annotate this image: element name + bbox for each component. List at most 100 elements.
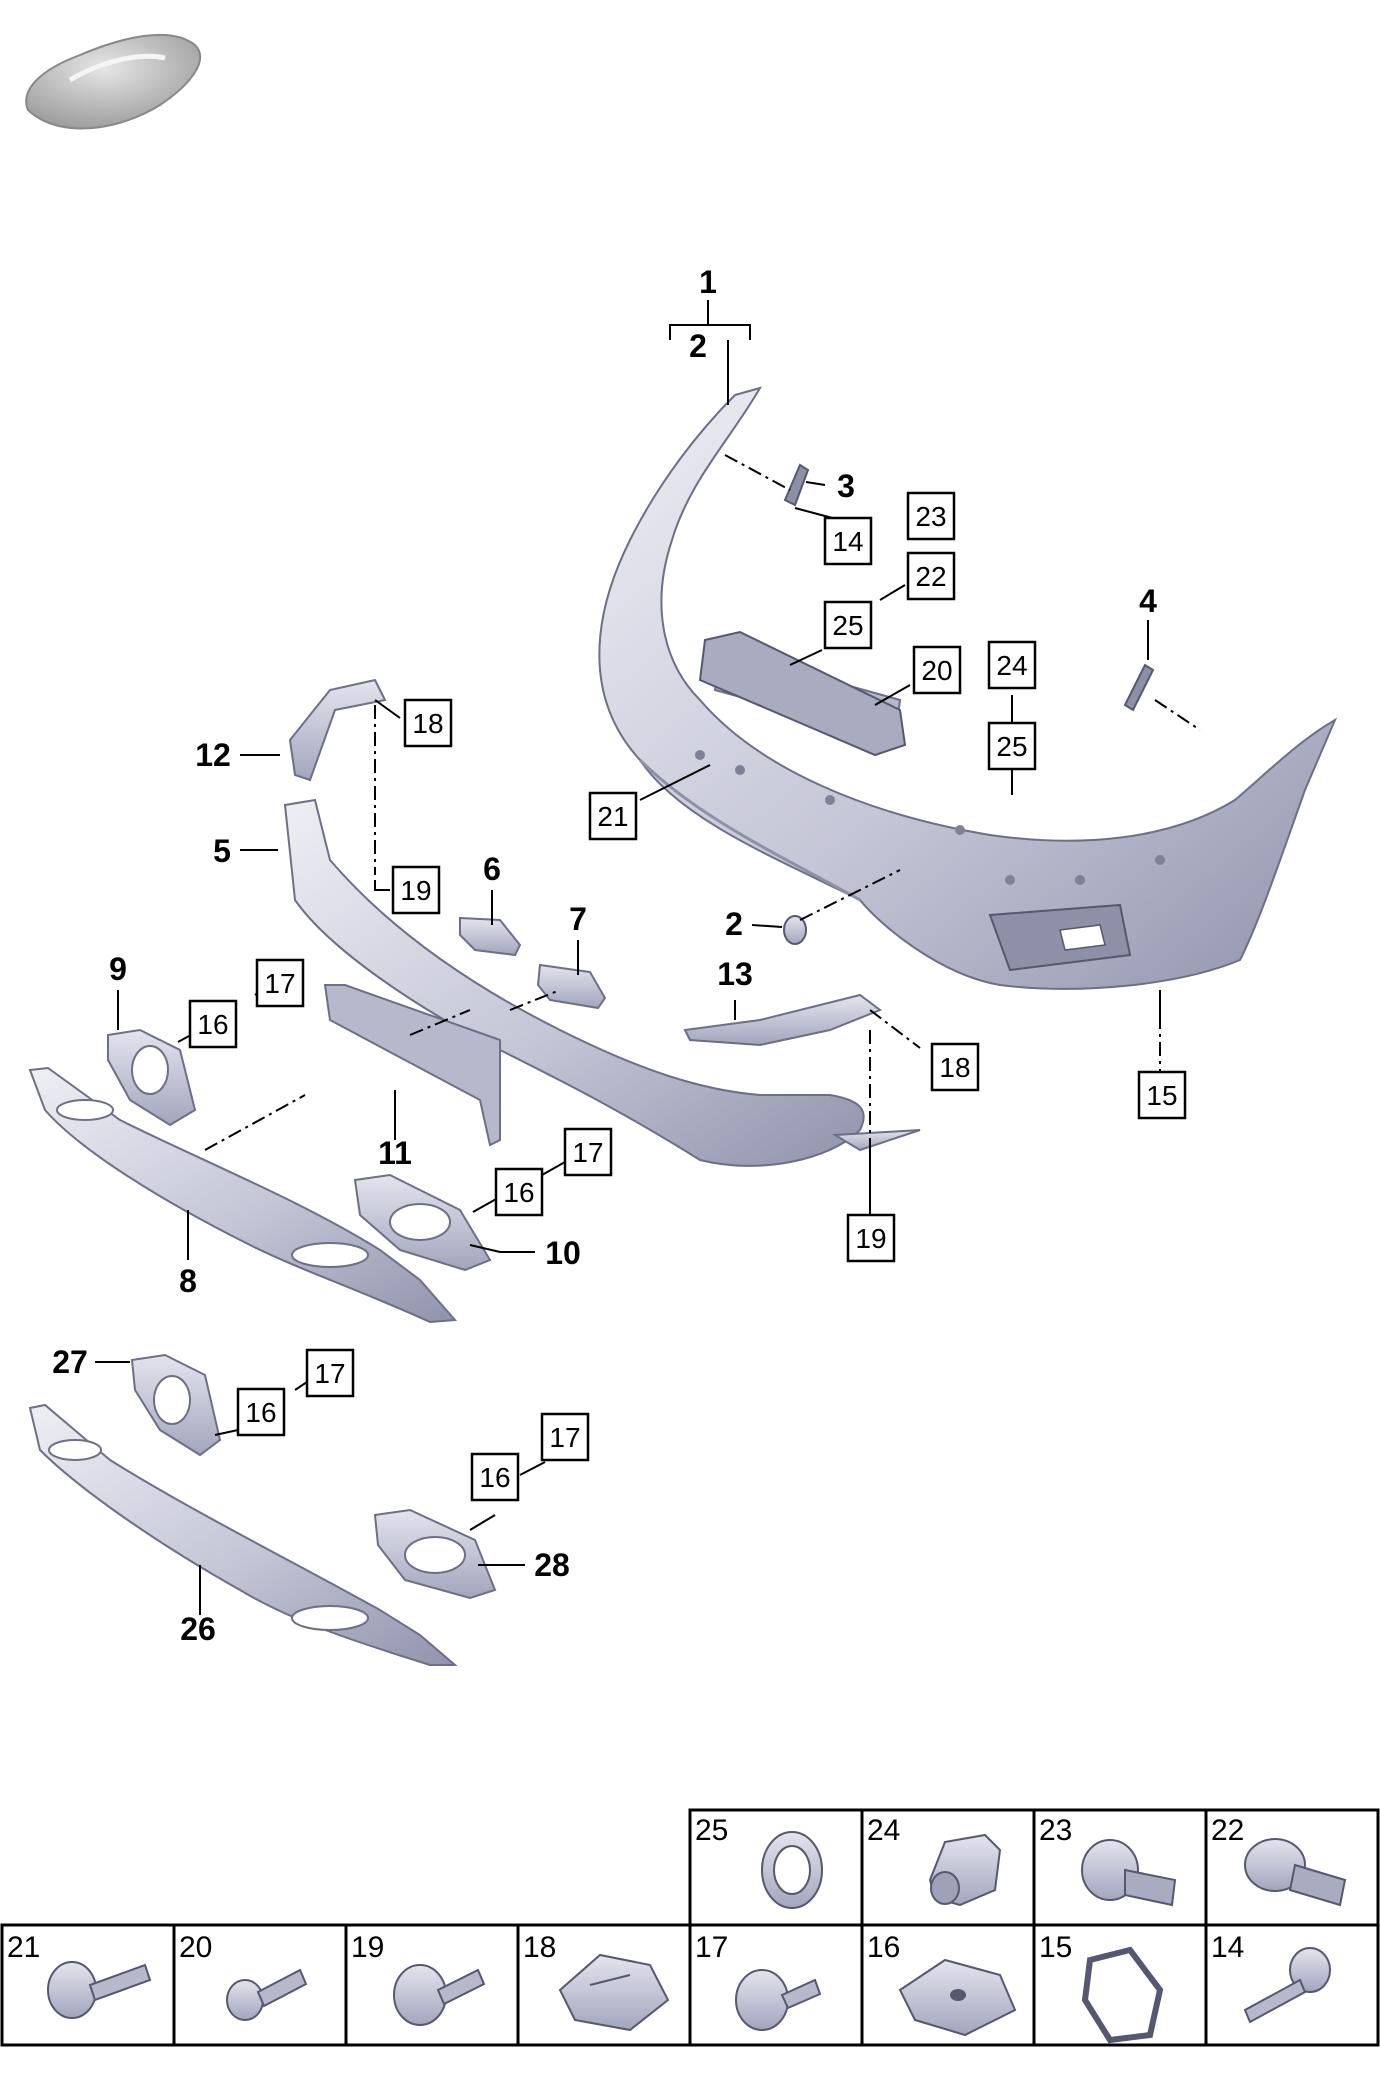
speed-nut-icon — [898, 1958, 1017, 2037]
boxed-callout-25-lower: 25 — [987, 721, 1037, 771]
boxed-callout-25-upper: 25 — [823, 600, 873, 650]
boxed-callout-18-lower: 18 — [930, 1042, 980, 1092]
clip-7-shape — [536, 963, 607, 1010]
surround-10-shape — [353, 1173, 492, 1272]
trim-8-shape — [28, 1066, 458, 1324]
boxed-callout-16-lower-right: 16 — [470, 1452, 520, 1502]
boxed-callout-17-upper-left: 17 — [255, 958, 305, 1008]
svg-text:20: 20 — [179, 1931, 212, 1964]
boxed-callout-22: 22 — [906, 551, 956, 601]
svg-text:16: 16 — [245, 1397, 276, 1428]
table-cell-21: 21 — [7, 1931, 152, 2019]
table-cell-20: 20 — [179, 1931, 308, 2021]
svg-text:25: 25 — [695, 1814, 728, 1847]
boxed-callout-14: 14 — [823, 516, 873, 566]
svg-text:23: 23 — [915, 501, 946, 532]
svg-text:17: 17 — [549, 1422, 580, 1453]
surround-28-shape — [373, 1508, 497, 1600]
svg-text:23: 23 — [1039, 1814, 1072, 1847]
svg-text:24: 24 — [996, 650, 1027, 681]
table-cell-17: 17 — [695, 1931, 822, 2031]
boxed-callout-17-lower-right: 17 — [540, 1412, 590, 1462]
callout-11: 11 — [378, 1135, 412, 1171]
boxed-callout-21: 21 — [588, 791, 638, 841]
svg-text:15: 15 — [1146, 1080, 1177, 1111]
boxed-callout-15: 15 — [1137, 1070, 1187, 1120]
sensor-icon — [928, 1833, 1002, 1907]
leader-lines — [95, 300, 1201, 1615]
hardware-table: 25 24 23 22 — [0, 1808, 1380, 2047]
svg-text:16: 16 — [503, 1177, 534, 1208]
bracket-13-shape — [683, 993, 883, 1047]
sensor-icon — [1081, 1839, 1177, 1907]
surround-9-shape — [107, 1028, 197, 1127]
callout-26: 26 — [180, 1611, 216, 1647]
strip-3-shape — [783, 463, 810, 507]
callout-10: 10 — [545, 1235, 581, 1271]
svg-text:17: 17 — [572, 1137, 603, 1168]
svg-text:24: 24 — [867, 1814, 900, 1847]
boxed-callout-16-upper-right: 16 — [494, 1167, 544, 1217]
svg-text:18: 18 — [939, 1052, 970, 1083]
callout-8: 8 — [179, 1263, 197, 1299]
svg-text:21: 21 — [597, 801, 628, 832]
svg-text:16: 16 — [479, 1462, 510, 1493]
svg-text:19: 19 — [855, 1223, 886, 1254]
svg-text:19: 19 — [351, 1931, 384, 1964]
table-cell-23: 23 — [1039, 1814, 1177, 1907]
svg-text:16: 16 — [867, 1931, 900, 1964]
callout-27: 27 — [52, 1344, 88, 1380]
boxed-callout-19-upper: 19 — [391, 865, 441, 915]
trim-26-shape — [28, 1403, 458, 1666]
table-cell-14: 14 — [1211, 1931, 1331, 2024]
callout-1: 1 — [699, 264, 717, 300]
svg-text:22: 22 — [1211, 1814, 1244, 1847]
callout-13: 13 — [717, 956, 753, 992]
svg-text:18: 18 — [412, 708, 443, 739]
grille-11-shape — [323, 984, 501, 1147]
boxed-callout-20: 20 — [912, 645, 962, 695]
surround-27-shape — [130, 1353, 222, 1457]
callout-12: 12 — [195, 737, 231, 773]
svg-text:20: 20 — [921, 655, 952, 686]
svg-text:14: 14 — [1211, 1931, 1244, 1964]
sensor-icon — [1244, 1838, 1347, 1907]
spring-clip-icon — [558, 1953, 670, 2032]
boxed-callout-17-upper-right: 17 — [563, 1127, 613, 1177]
svg-text:18: 18 — [523, 1931, 556, 1964]
callouts-bold: 1 2 2 3 4 5 6 7 8 9 10 11 12 13 26 27 28 — [52, 264, 1157, 1647]
callouts-boxed: 23 14 22 25 20 24 25 21 18 19 17 16 18 1… — [188, 491, 1187, 1502]
callout-4: 4 — [1139, 583, 1157, 619]
table-cell-16: 16 — [867, 1931, 1017, 2037]
boxed-callout-19-lower: 19 — [846, 1213, 896, 1263]
bracket-12-shape — [288, 678, 387, 782]
svg-text:14: 14 — [832, 526, 863, 557]
table-cell-24: 24 — [867, 1814, 1002, 1907]
ring-icon — [761, 1831, 823, 1909]
boxed-callout-17-lower-left: 17 — [305, 1348, 355, 1398]
callout-6: 6 — [483, 851, 501, 887]
screw-icon — [735, 1969, 822, 2031]
table-cell-25: 25 — [695, 1814, 823, 1909]
svg-text:22: 22 — [915, 561, 946, 592]
svg-text:17: 17 — [314, 1358, 345, 1389]
cap-2-shape — [783, 915, 807, 945]
callout-5: 5 — [213, 833, 231, 869]
bumper-cover-shape — [598, 386, 1338, 990]
svg-text:21: 21 — [7, 1931, 40, 1964]
callout-2-lower: 2 — [725, 906, 743, 942]
svg-text:16: 16 — [197, 1009, 228, 1040]
svg-text:17: 17 — [264, 968, 295, 999]
boxed-callout-24: 24 — [987, 640, 1037, 690]
svg-text:15: 15 — [1039, 1931, 1072, 1964]
vehicle-thumbnail-icon — [25, 33, 201, 130]
retaining-ring-icon — [1081, 1946, 1164, 2044]
callout-7: 7 — [569, 901, 587, 937]
table-cell-19: 19 — [351, 1931, 486, 2026]
strip-4-shape — [1123, 663, 1155, 712]
svg-text:17: 17 — [695, 1931, 728, 1964]
boxed-callout-16-upper-left: 16 — [188, 999, 238, 1049]
svg-text:25: 25 — [832, 610, 863, 641]
boxed-callout-18-upper: 18 — [403, 698, 453, 748]
svg-text:25: 25 — [996, 731, 1027, 762]
